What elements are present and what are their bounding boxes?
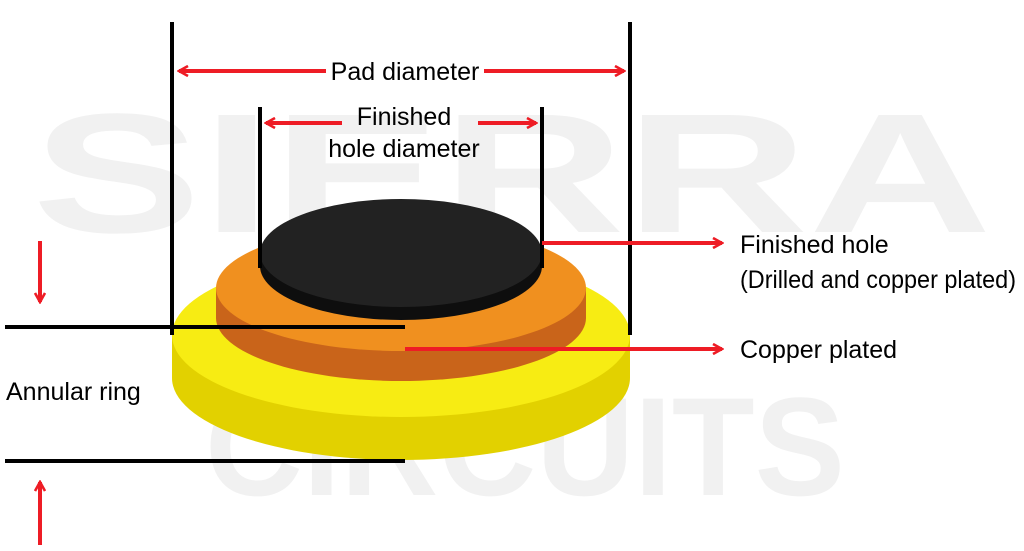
pad-diameter-label: Pad diameter: [331, 58, 480, 86]
copper-plated-label: Copper plated: [740, 336, 897, 364]
arrows: [40, 71, 722, 545]
finished-hole-diameter-label-line1: Finished: [357, 103, 452, 131]
hole-top: [260, 199, 542, 307]
annular-ring-label: Annular ring: [6, 378, 141, 406]
labels: Pad diameter Finished hole diameter Fini…: [6, 58, 1016, 406]
finished-hole-diameter-label-line2: hole diameter: [328, 135, 479, 163]
finished-hole-label-line1: Finished hole: [740, 231, 889, 259]
finished-hole: [260, 199, 542, 320]
annular-ring-lines: [5, 325, 405, 463]
finished-hole-label-line2: (Drilled and copper plated): [740, 266, 1016, 294]
